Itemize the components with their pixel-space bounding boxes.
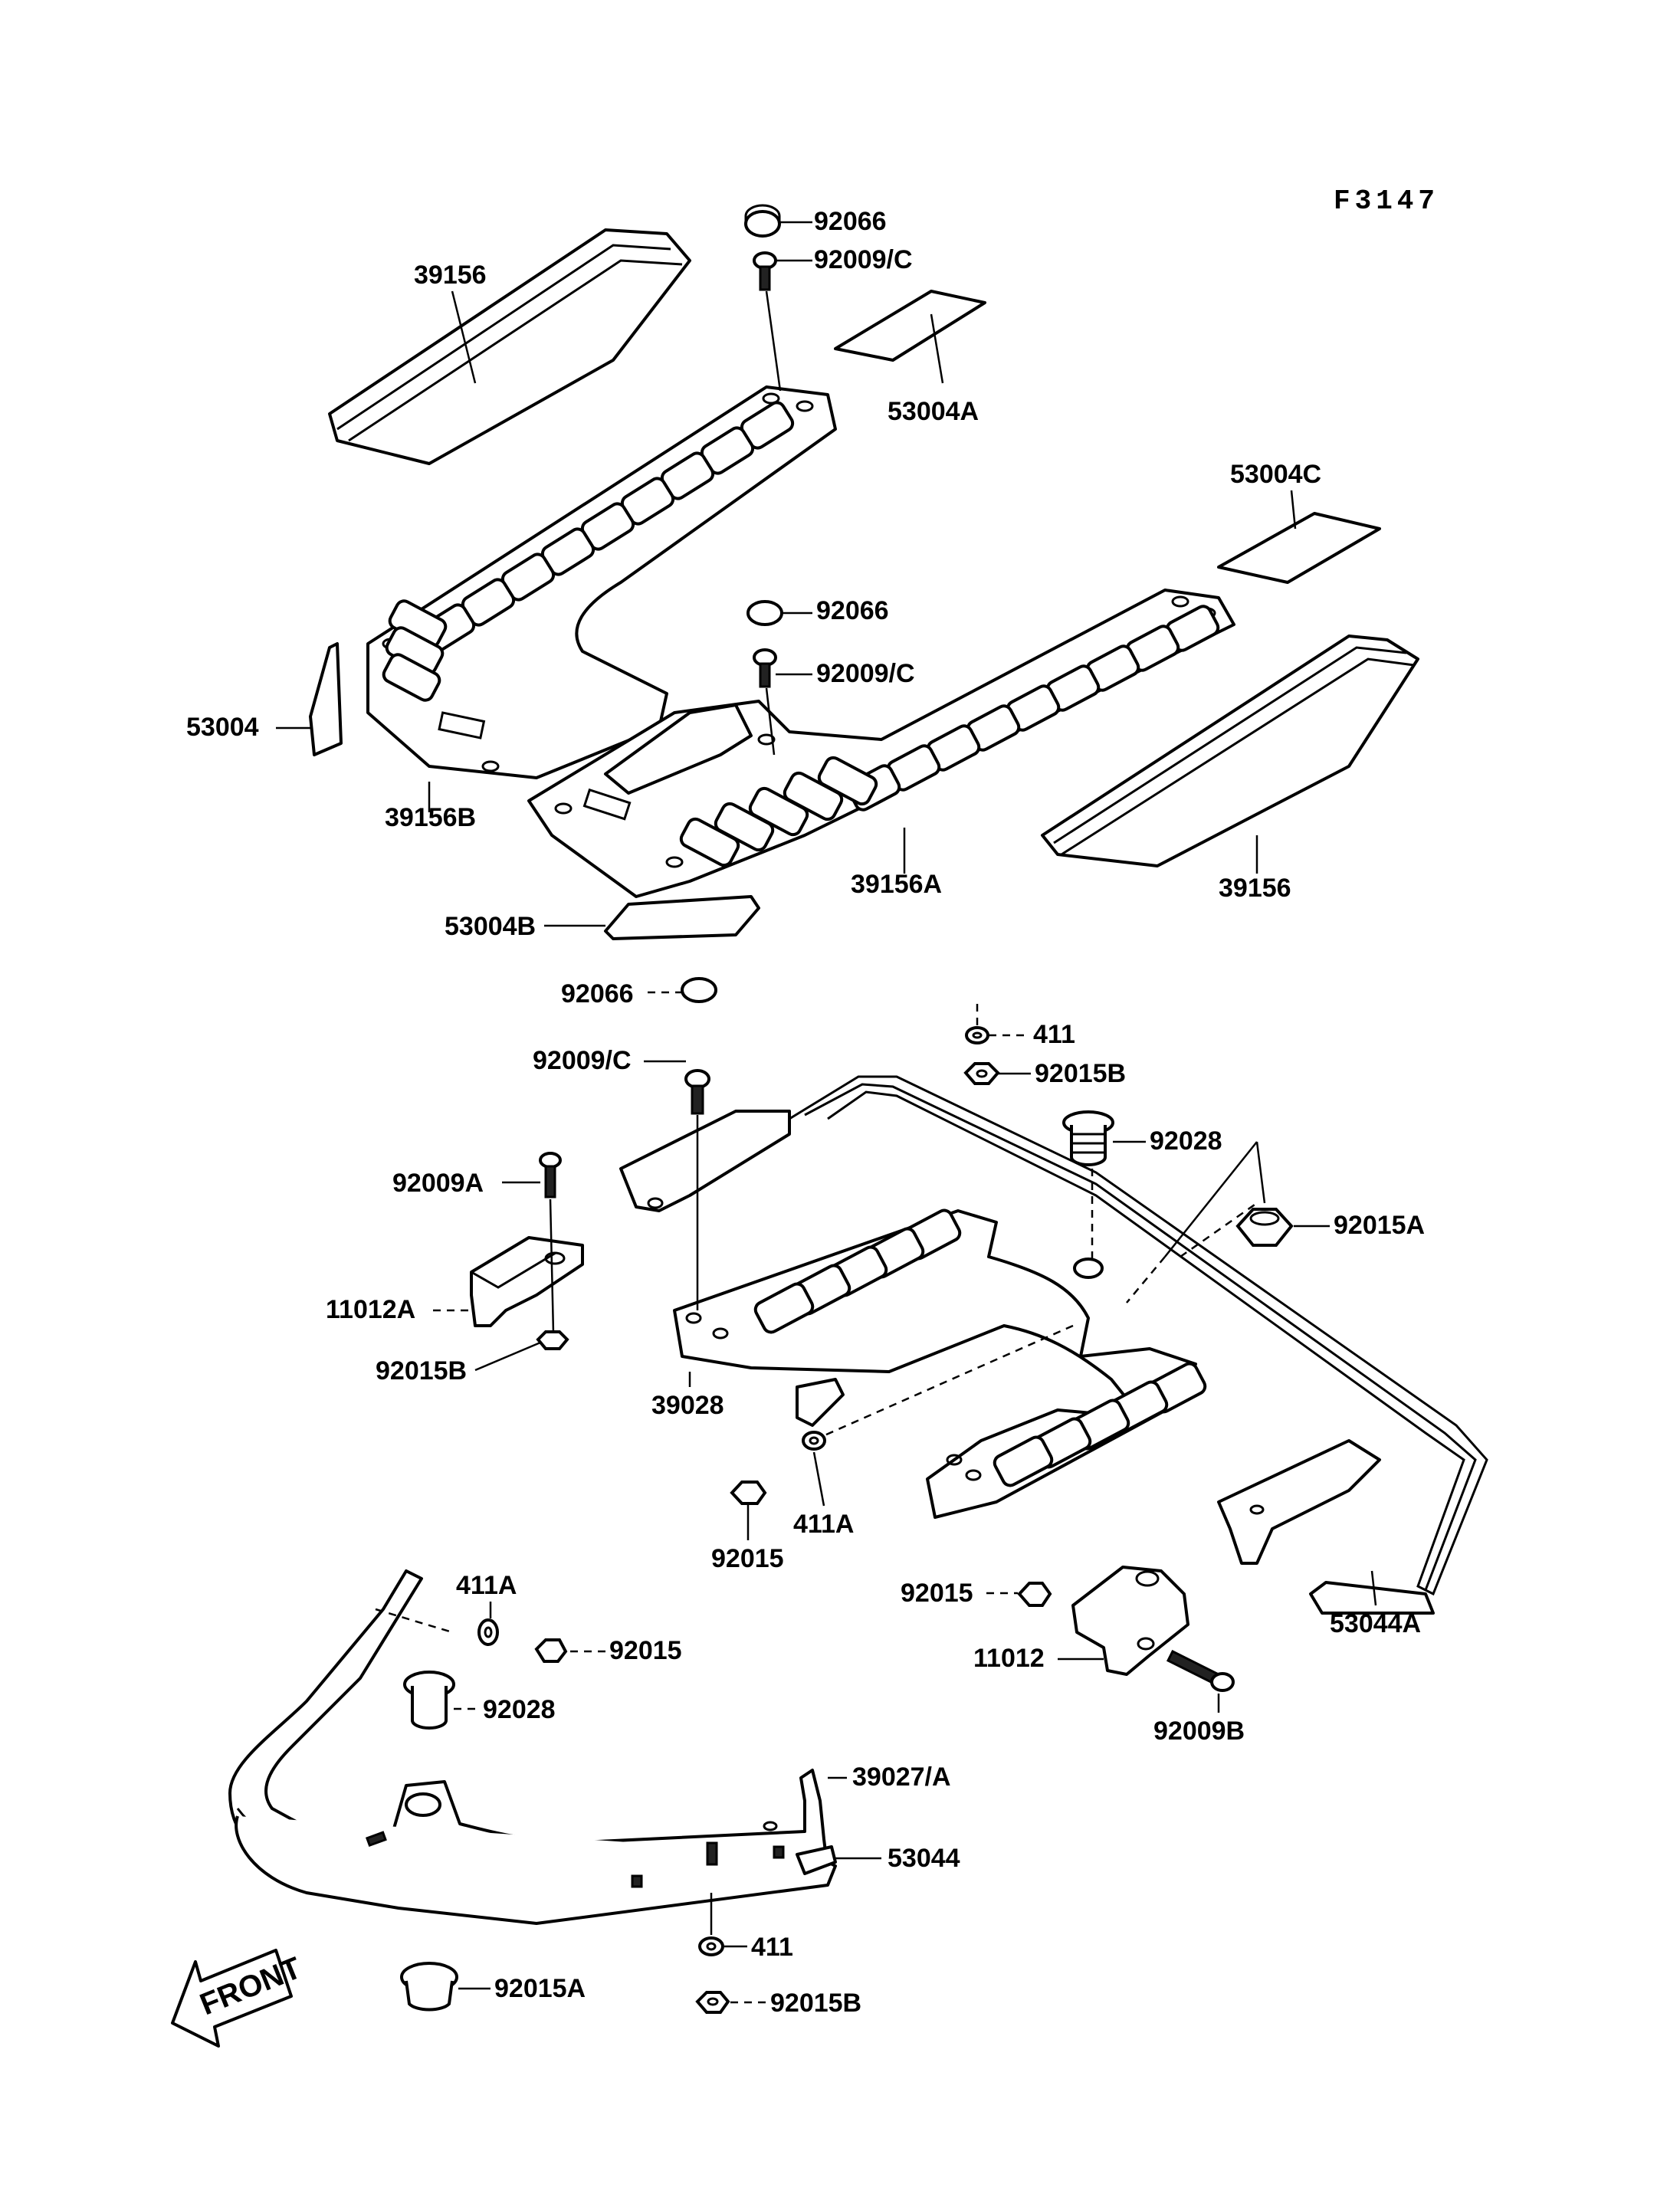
label-92015b: 92015B: [770, 1989, 861, 2018]
sticker-53004a: [834, 290, 986, 362]
label-92015b: 92015B: [1035, 1059, 1126, 1088]
label-411: 411: [751, 1933, 793, 1962]
nut-92015b-a: [963, 1062, 1000, 1085]
label-39156: 39156: [1219, 874, 1291, 903]
label-53004: 53004: [186, 713, 259, 742]
grommet-92028-a: [1062, 1110, 1114, 1166]
bracket-11012a: [470, 1236, 584, 1327]
label-39028: 39028: [651, 1391, 724, 1420]
top-cover-plate-39156a: [527, 589, 1235, 898]
figure-code: F3147: [1334, 185, 1439, 217]
label-53044: 53044: [888, 1844, 960, 1873]
nut-92015a-a: [1235, 1208, 1294, 1247]
sticker-53004: [309, 642, 343, 756]
washer-411a-a: [802, 1431, 826, 1451]
screw-92009c-c: [684, 1069, 710, 1115]
label-92066: 92066: [814, 207, 887, 236]
rail-studs: [365, 1831, 785, 1888]
part-labels: 92066 92009/C 39156 53004A 53004C 92066 …: [186, 207, 1425, 2018]
label-92009b: 92009B: [1153, 1717, 1245, 1746]
rail-trim-53044: [235, 1815, 837, 1925]
label-53004b: 53004B: [445, 912, 536, 941]
label-39156: 39156: [414, 261, 487, 290]
label-39027a: 39027/A: [852, 1763, 951, 1792]
label-92009c: 92009/C: [533, 1046, 632, 1075]
screw-92009c-a: [753, 251, 777, 291]
label-53004a: 53004A: [888, 397, 979, 426]
rail-pad-39156-top: [328, 228, 691, 465]
cap-92066-a: [744, 204, 781, 238]
label-11012a: 11012A: [326, 1295, 415, 1324]
label-39156b: 39156B: [385, 803, 476, 832]
screw-92009b: [1166, 1649, 1235, 1692]
label-411: 411: [1033, 1020, 1075, 1049]
cap-92066-c: [681, 977, 717, 1003]
label-92009c: 92009/C: [814, 245, 913, 274]
plate-pad-array: [382, 401, 1220, 867]
washer-411-a: [965, 1026, 989, 1044]
screw-92009c-b: [753, 648, 777, 688]
nut-92015-a: [730, 1481, 767, 1505]
label-92015: 92015: [711, 1544, 784, 1573]
label-92066: 92066: [561, 979, 634, 1008]
nut-92015b-c: [695, 1991, 730, 2014]
screw-92009a: [539, 1152, 562, 1199]
label-411a: 411A: [456, 1571, 517, 1600]
label-92009c: 92009/C: [816, 659, 915, 688]
sticker-53004c: [1217, 512, 1381, 584]
washer-411-b: [698, 1936, 724, 1956]
sticker-53004b: [604, 895, 760, 940]
carrier-pad-array: [753, 1208, 1207, 1487]
label-39156a: 39156A: [851, 870, 942, 899]
label-92028: 92028: [483, 1695, 556, 1724]
label-92028: 92028: [1150, 1126, 1222, 1156]
grommet-92015a-b: [400, 1962, 458, 2012]
label-92015: 92015: [901, 1579, 973, 1608]
grommet-92028-b: [403, 1671, 455, 1730]
cap-92066-b: [746, 600, 783, 626]
carrier-frame-outer: [789, 1075, 1488, 1615]
label-92015a: 92015A: [1334, 1211, 1425, 1240]
rubber-pad: [753, 1282, 815, 1334]
nut-92015-c: [534, 1638, 568, 1663]
nut-92015-b: [1017, 1582, 1052, 1607]
label-11012: 11012: [973, 1644, 1045, 1673]
bracket-11012: [1071, 1566, 1189, 1676]
label-92015a: 92015A: [494, 1974, 586, 2003]
front-arrow-icon: FRONT: [171, 1949, 306, 2048]
label-53004c: 53004C: [1230, 460, 1321, 489]
rubber-pad: [817, 756, 878, 806]
label-92009a: 92009A: [392, 1169, 484, 1198]
label-53044a: 53044A: [1330, 1609, 1421, 1638]
rubber-pad: [382, 653, 441, 702]
washer-411a-b: [477, 1618, 499, 1646]
leader-lines: [276, 221, 1377, 2004]
rail-pad-39156-right: [1041, 635, 1419, 867]
label-92015b: 92015B: [376, 1356, 467, 1385]
label-92015: 92015: [609, 1636, 682, 1665]
rubber-pad: [993, 1435, 1054, 1487]
label-411a: 411A: [793, 1510, 854, 1539]
nut-92015b-b: [536, 1330, 569, 1350]
label-92066: 92066: [816, 596, 889, 625]
